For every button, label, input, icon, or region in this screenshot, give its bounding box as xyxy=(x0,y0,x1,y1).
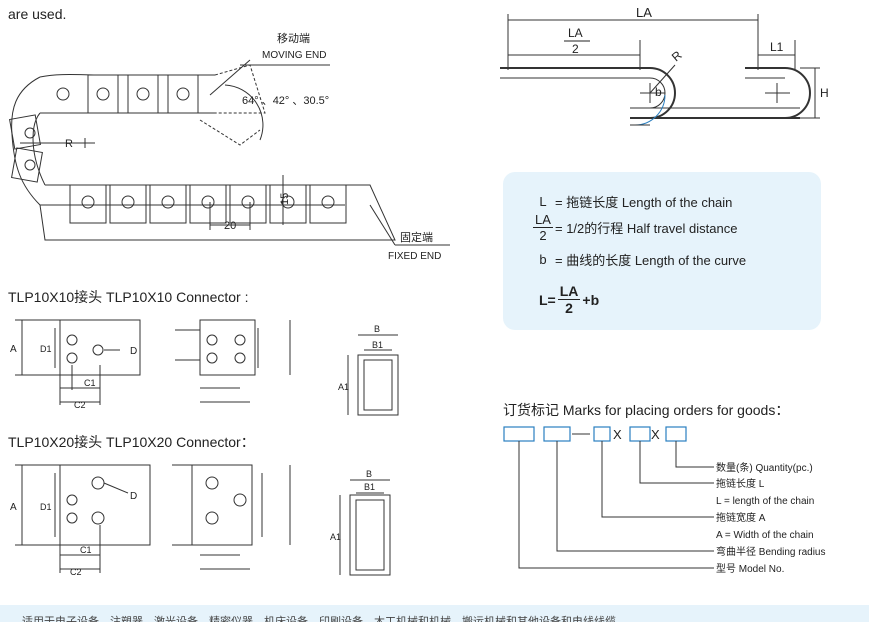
legend-length-en: L = length of the chain xyxy=(716,496,814,507)
radius-box xyxy=(543,426,571,442)
formula-b-text: = 曲线的长度 Length of the curve xyxy=(555,253,747,268)
legend-length-cn: 拖链长度 L xyxy=(716,477,765,490)
model-box xyxy=(503,426,535,442)
la-label: LA xyxy=(636,5,652,20)
formula-row-curve: b = 曲线的长度 Length of the curve xyxy=(531,250,746,269)
separator-x1: X xyxy=(613,427,622,442)
c10-c1-label: C1 xyxy=(84,378,96,388)
moving-end-cn: 移动端 xyxy=(277,32,310,45)
legend-model-no: 型号 Model No. xyxy=(716,562,784,575)
formula-main-num: LA xyxy=(557,283,581,300)
connector-10x20-drawing: A D1 D C1 C2 B B1 A1 xyxy=(10,464,391,577)
formula-b-symbol: b xyxy=(539,252,547,267)
c20-b1-label: B1 xyxy=(364,482,375,492)
c20-b-label: B xyxy=(366,469,372,479)
c10-c2-label: C2 xyxy=(74,400,86,410)
formula-l-symbol: L xyxy=(539,194,547,209)
connector-10x10-drawing: A D1 D C1 C2 B B1 A1 xyxy=(10,319,399,416)
intro-text: are used. xyxy=(8,6,67,22)
height-label: 15 xyxy=(279,193,291,205)
c20-d-label: D xyxy=(130,491,137,502)
formula-main-den: 2 xyxy=(565,300,573,316)
applications-banner: 适用于电子设备、注塑器、激光设备、精密仪器、机床设备、印刷设备、木工机械和机械、… xyxy=(0,605,869,622)
moving-end-en: MOVING END xyxy=(262,50,326,61)
legend-width-en: A = Width of the chain xyxy=(716,530,814,541)
c20-d1-label: D1 xyxy=(40,502,52,512)
c10-b1-label: B1 xyxy=(372,340,383,350)
formula-la-den: 2 xyxy=(539,228,547,243)
c20-c2-label: C2 xyxy=(70,567,82,577)
c10-d1-label: D1 xyxy=(40,344,52,354)
order-code-diagram: X X 数量(条) Quantity(pc.) 拖链长度 L L = lengt… xyxy=(503,426,826,575)
c10-b-label: B xyxy=(374,324,380,334)
c20-a-label: A xyxy=(10,502,17,513)
b-label: b xyxy=(655,85,662,99)
formula-main-lhs: L= xyxy=(539,291,556,308)
legend-bending-radius: 弯曲半径 Bending radius xyxy=(716,545,826,558)
c10-d-label: D xyxy=(130,346,137,357)
c10-a1-label: A1 xyxy=(338,382,349,392)
formula-panel: L = 拖链长度 Length of the chain LA 2 = 1/2的… xyxy=(503,172,821,330)
r-label: R xyxy=(669,48,685,65)
pitch-label: 20 xyxy=(224,220,236,232)
chain-diagram: 移动端 MOVING END 64° 、42° 、30.5° R 20 15 固… xyxy=(9,32,450,262)
formula-row-half-travel: LA 2 = 1/2的行程 Half travel distance xyxy=(531,212,737,242)
quantity-box xyxy=(665,426,687,442)
length-box xyxy=(629,426,651,442)
formula-main: L= LA 2 +b xyxy=(539,284,599,315)
h-label: H xyxy=(820,86,829,100)
connector-10x20-heading: TLP10X20接头 TLP10X20 Connector： xyxy=(8,434,255,450)
c10-a-label: A xyxy=(10,344,17,355)
l1-label: L1 xyxy=(770,40,784,54)
c20-c1-label: C1 xyxy=(80,545,92,555)
separator-x2: X xyxy=(651,427,660,442)
formula-row-length: L = 拖链长度 Length of the chain xyxy=(531,192,732,211)
la-half-den: 2 xyxy=(572,42,579,56)
connector-10x10-heading: TLP10X10接头 TLP10X10 Connector : xyxy=(8,289,249,305)
fixed-end-en: FIXED END xyxy=(388,251,441,262)
angles-label: 64° 、42° 、30.5° xyxy=(242,95,329,107)
legend-quantity: 数量(条) Quantity(pc.) xyxy=(716,461,813,474)
la-half-num: LA xyxy=(568,26,583,40)
applications-text: 适用于电子设备、注塑器、激光设备、精密仪器、机床设备、印刷设备、木工机械和机械、… xyxy=(22,616,616,622)
radius-label: R xyxy=(65,138,73,150)
formula-la-text: = 1/2的行程 Half travel distance xyxy=(555,220,738,236)
fixed-end-cn: 固定端 xyxy=(400,230,433,244)
formula-l-text: = 拖链长度 Length of the chain xyxy=(555,195,733,210)
travel-diagram: LA LA 2 L1 R b H xyxy=(500,5,829,126)
formula-main-rhs: +b xyxy=(582,291,600,308)
legend-width-cn: 拖链宽度 A xyxy=(716,511,766,524)
order-heading: 订货标记 Marks for placing orders for goods： xyxy=(503,402,790,418)
c20-a1-label: A1 xyxy=(330,532,341,542)
formula-la-num: LA xyxy=(533,212,553,228)
width-box xyxy=(593,426,611,442)
